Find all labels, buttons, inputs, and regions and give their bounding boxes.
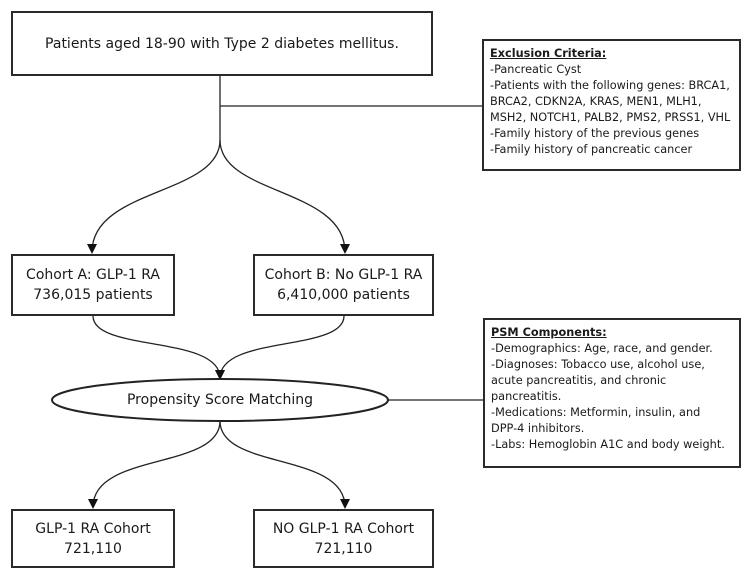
psm-components-box: PSM Components: -Demographics: Age, race… (483, 318, 741, 468)
psm-components-title: PSM Components: (491, 326, 607, 339)
psm-component-line: acute pancreatitis, and chronic (491, 374, 667, 387)
cohort-b-box: Cohort B: No GLP-1 RA 6,410,000 patients (253, 254, 434, 316)
merge-from-cohort-a (92, 315, 225, 380)
glp1-ra-cohort-count: 721,110 (64, 540, 122, 557)
exclusion-line: -Pancreatic Cyst (490, 63, 582, 76)
arrow-to-cohort-b (219, 139, 350, 254)
no-glp1-ra-cohort-count: 721,110 (314, 540, 373, 557)
exclusion-line: -Family history of the previous genes (490, 127, 700, 140)
cohort-a-box: Cohort A: GLP-1 RA 736,015 patients (11, 254, 175, 316)
no-glp1-ra-cohort-box: NO GLP-1 RA Cohort 721,110 (253, 509, 434, 568)
psm-component-line: -Labs: Hemoglobin A1C and body weight. (491, 438, 725, 451)
psm-label: Propensity Score Matching (126, 392, 314, 408)
start-box-text: Patients aged 18-90 with Type 2 diabetes… (45, 35, 399, 52)
cohort-b-title: Cohort B: No GLP-1 RA (264, 267, 423, 283)
no-glp1-ra-cohort-title: NO GLP-1 RA Cohort (272, 520, 415, 537)
glp1-ra-cohort-box: GLP-1 RA Cohort 721,110 (11, 509, 175, 568)
psm-component-line: pancreatitis. (491, 390, 562, 403)
cohort-b-count: 6,410,000 patients (277, 287, 410, 303)
exclusion-line: -Family history of pancreatic cancer (490, 143, 693, 156)
exclusion-criteria-box: Exclusion Criteria: -Pancreatic Cyst -Pa… (482, 39, 741, 171)
exclusion-criteria-title: Exclusion Criteria: (490, 47, 607, 60)
arrow-to-result-a (88, 420, 221, 509)
merge-from-cohort-b (215, 315, 345, 380)
exclusion-line: BRCA2, CDKN2A, KRAS, MEN1, MLH1, (490, 95, 702, 108)
exclusion-line: MSH2, NOTCH1, PALB2, PMS2, PRSS1, VHL (490, 111, 731, 124)
cohort-a-title: Cohort A: GLP-1 RA (26, 267, 160, 283)
start-box: Patients aged 18-90 with Type 2 diabetes… (11, 11, 433, 76)
exclusion-line: -Patients with the following genes: BRCA… (490, 79, 730, 92)
cohort-a-count: 736,015 patients (33, 287, 153, 303)
arrow-to-result-b (219, 420, 350, 509)
psm-component-line: -Medications: Metformin, insulin, and (491, 406, 701, 419)
psm-component-line: -Diagnoses: Tobacco use, alcohol use, (491, 358, 705, 371)
arrow-to-cohort-a (87, 139, 221, 254)
glp1-ra-cohort-title: GLP-1 RA Cohort (35, 520, 151, 537)
psm-component-line: -Demographics: Age, race, and gender. (491, 342, 713, 355)
psm-component-line: DPP-4 inhibitors. (491, 422, 585, 435)
